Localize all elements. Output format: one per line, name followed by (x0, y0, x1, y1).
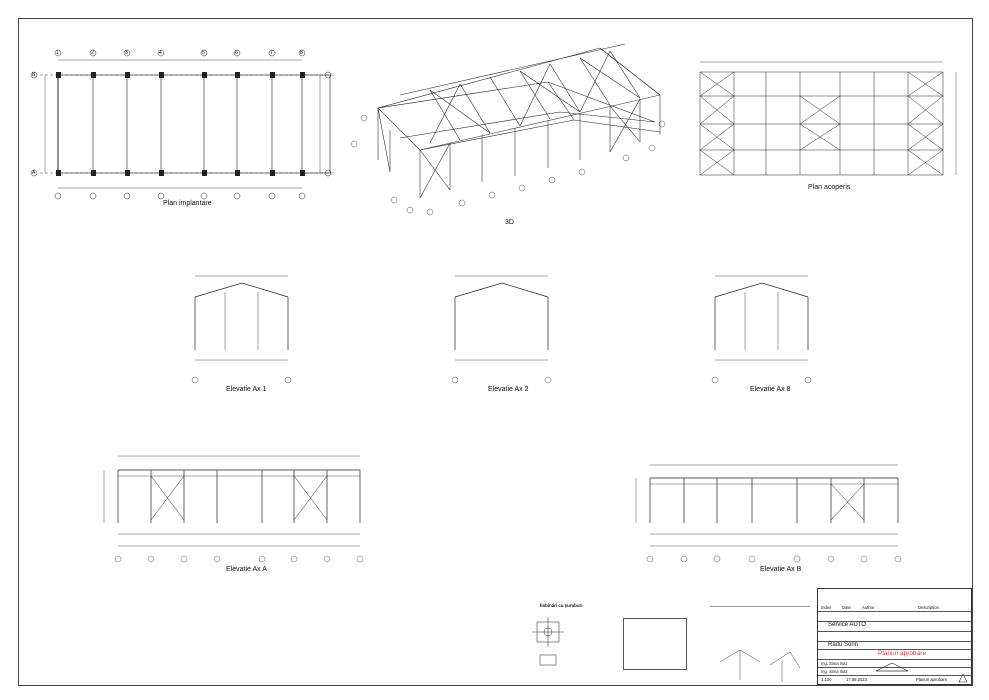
tb-header-index: Index (821, 605, 832, 610)
axis-label: 6 (235, 50, 238, 56)
notes-title: Îmbinări cu șuruburi (540, 603, 583, 608)
tb-header-author: Author (862, 605, 875, 610)
title-block: Index Date Author Description Service AU… (817, 588, 972, 685)
tb-checked-by: Ing. Sima Ilutz (821, 669, 848, 674)
company-logo (874, 661, 910, 673)
tb-header-description: Description (918, 605, 939, 610)
axis-label: 7 (270, 50, 273, 56)
warning-triangle-icon (958, 673, 968, 683)
tb-sheet-title: Planuri aprobare (916, 677, 947, 682)
elevatie-ax2-drawing (454, 275, 549, 361)
bolt-detail-sketch (532, 617, 564, 666)
3d-view-drawing (377, 43, 661, 199)
tb-client: Radu Sorin (828, 642, 859, 648)
tb-drawn-by: Ing. Sima Ilutz (821, 661, 848, 666)
axis-label: B (32, 72, 36, 78)
caption-elevatie-ax2: Elevatie Ax 2 (488, 386, 529, 393)
connection-detail-sketch (719, 649, 801, 682)
caption-plan-acoperis: Plan acoperis (808, 184, 851, 191)
caption-elevatie-ax1: Elevatie Ax 1 (226, 386, 267, 393)
elevatie-ax8-drawing (714, 275, 809, 361)
axis-label: 2 (91, 50, 94, 56)
tb-date: 17.08.2023 (846, 677, 867, 682)
axis-label: 1 (56, 50, 59, 56)
caption-3d: 3D (505, 219, 514, 226)
tb-scale: 1:100 (821, 677, 832, 682)
caption-elevatie-ax8: Elevatie Ax 8 (750, 386, 791, 393)
sheet-frame (18, 18, 973, 686)
elevatie-axb-drawing (635, 464, 899, 547)
materials-table (623, 618, 687, 670)
general-notes (710, 606, 810, 651)
elevatie-axa-drawing (103, 455, 361, 547)
plan-implantare-drawing (40, 59, 335, 189)
tb-header-date: Date (842, 605, 851, 610)
axis-label: 4 (159, 50, 162, 56)
axis-label: A (32, 170, 36, 176)
elevatie-ax1-drawing (194, 275, 289, 361)
caption-plan-implantare: Plan implantare (163, 200, 212, 207)
caption-elevatie-axb: Elevatie Ax B (760, 566, 802, 573)
bolt-notes: Îmbinări cu șuruburi (540, 603, 610, 609)
caption-elevatie-axa: Elevatie Ax A (226, 566, 267, 573)
plan-acoperis-drawing (699, 61, 957, 176)
axis-label: 8 (300, 50, 303, 56)
tb-project: Service AUTO (828, 622, 866, 628)
axis-label: 5 (202, 50, 205, 56)
tb-status: Planuri aprobare (878, 650, 927, 657)
axis-label: 3 (125, 50, 128, 56)
